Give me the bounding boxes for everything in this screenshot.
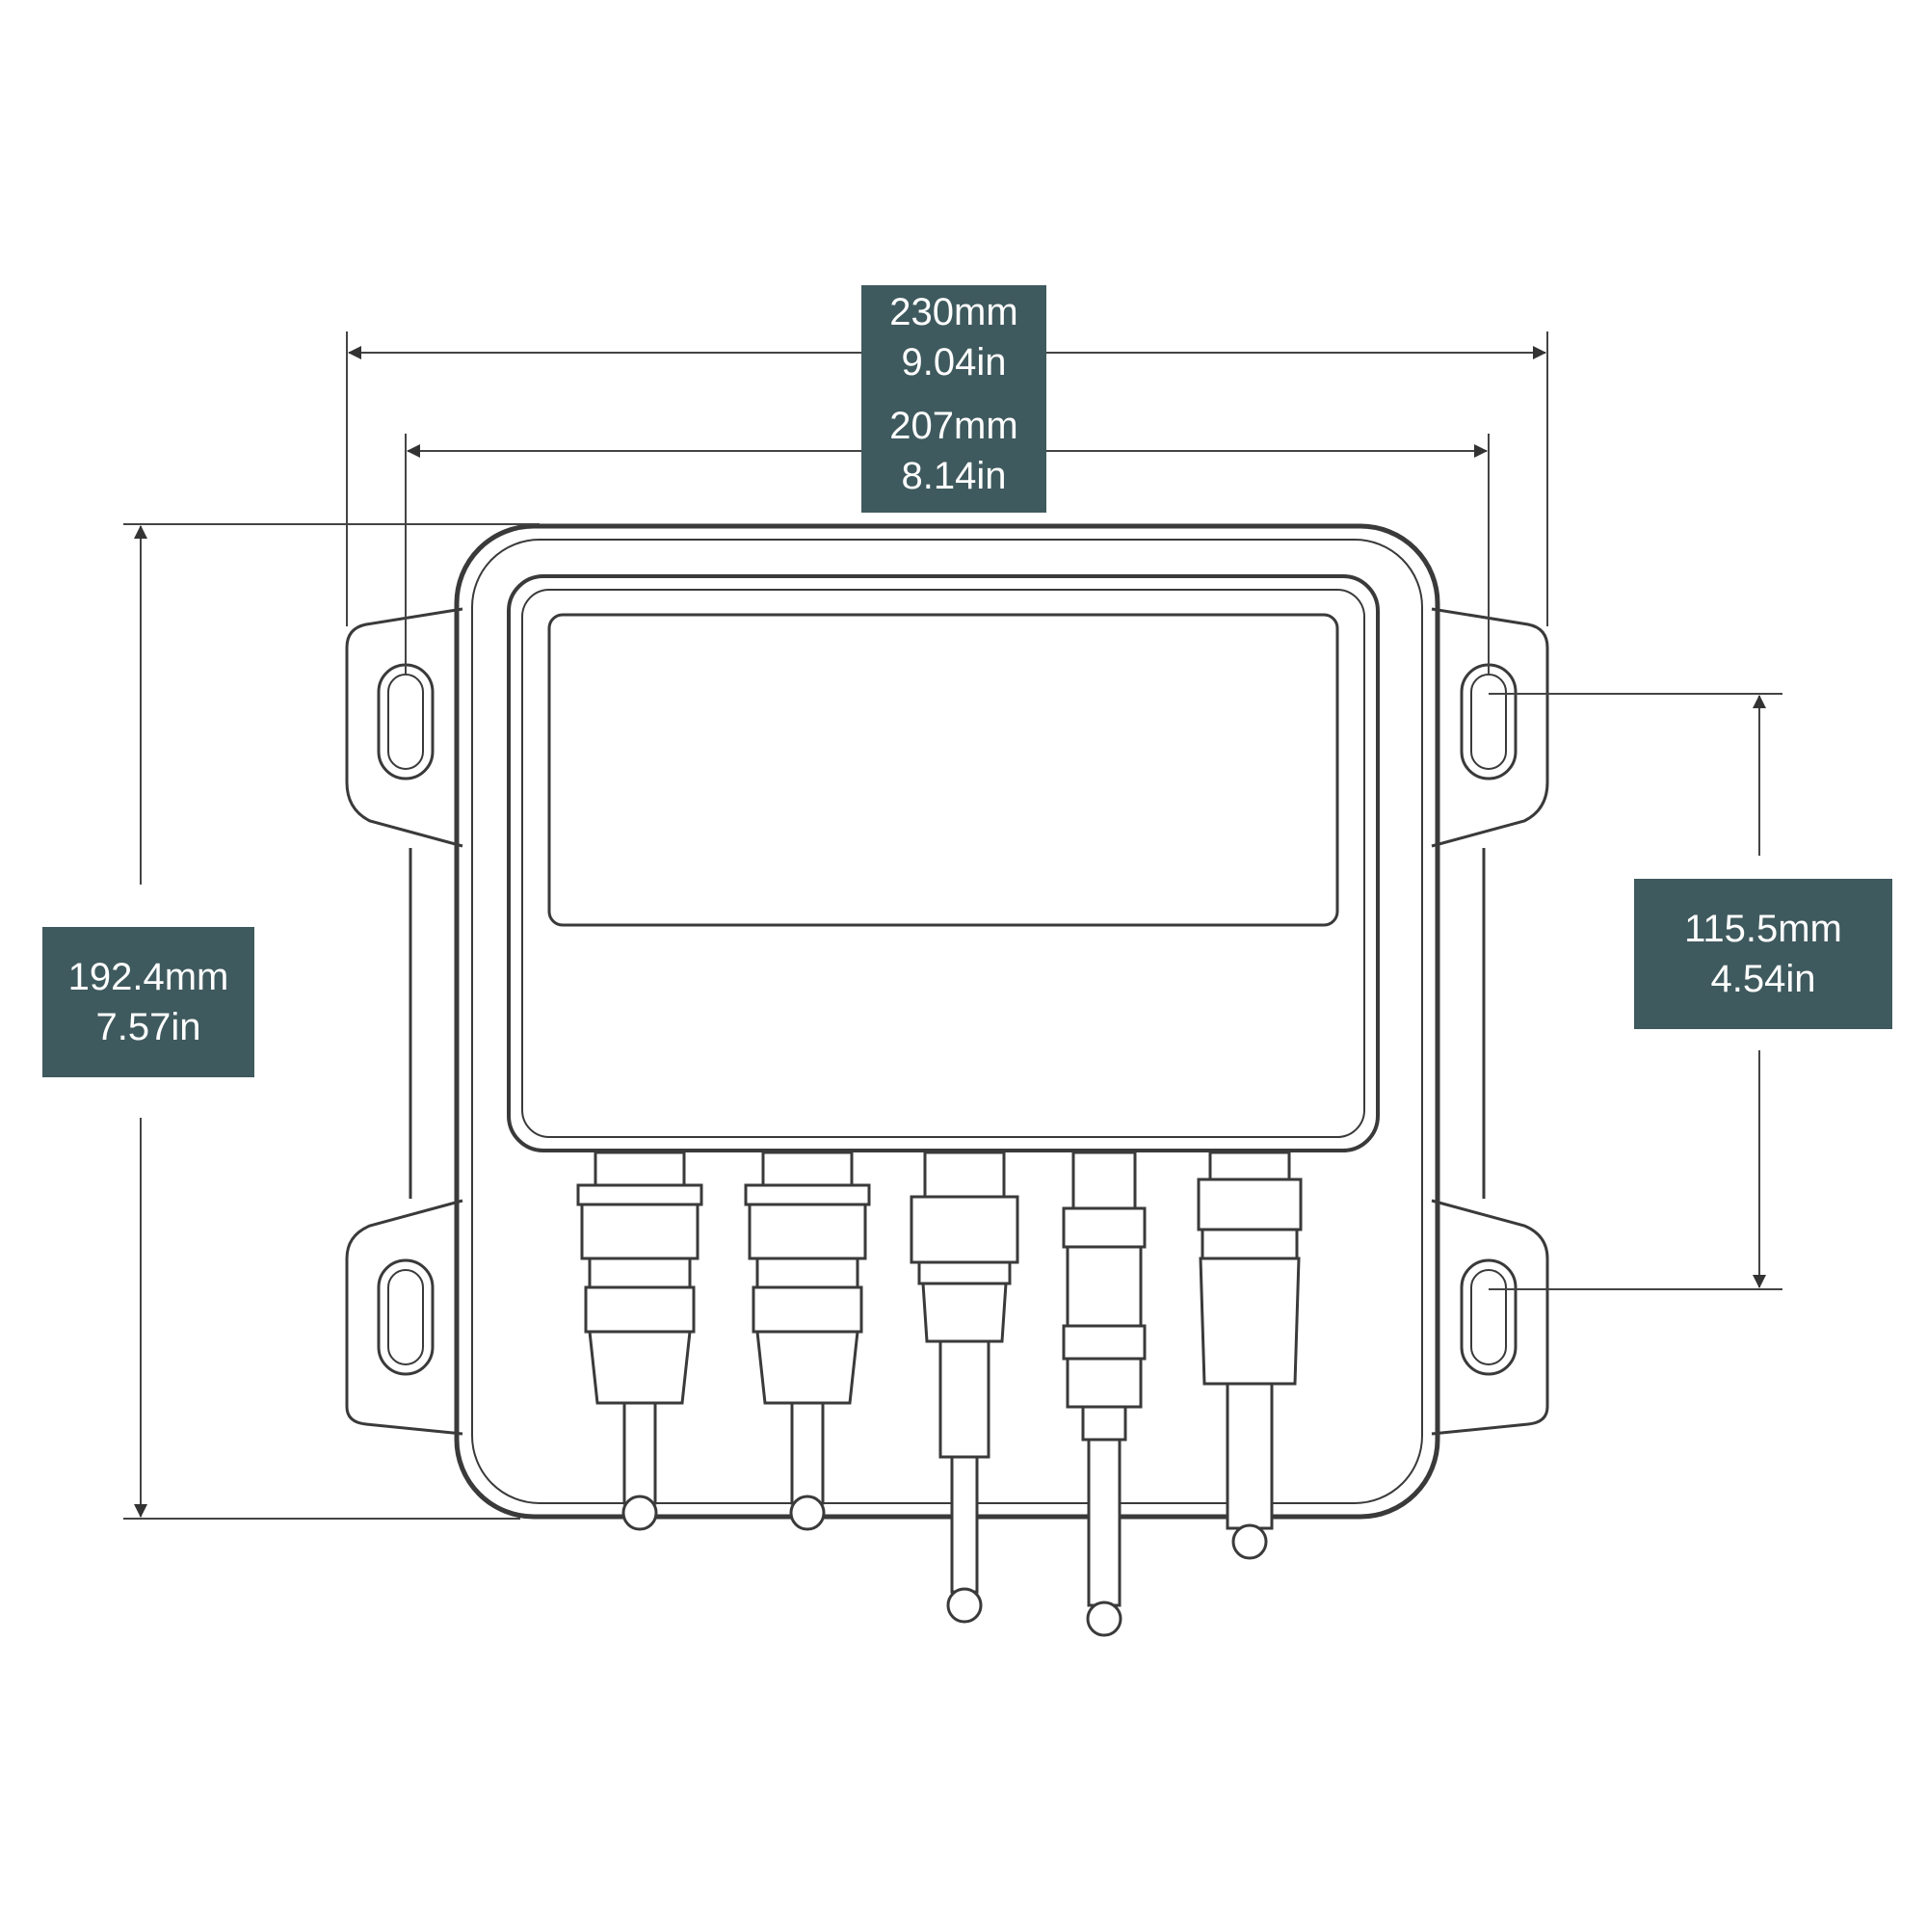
dimension-label-hole-width: 207mm 8.14in	[861, 389, 1046, 513]
hole-height-in: 4.54in	[1710, 958, 1816, 1000]
overall-width-in: 9.04in	[901, 341, 1007, 384]
cable-connector	[744, 1151, 871, 1531]
overall-height-mm: 192.4mm	[67, 956, 229, 998]
hole-height-mm: 115.5mm	[1684, 908, 1842, 950]
cable-connector	[910, 1151, 1019, 1624]
device-enclosure	[345, 523, 1549, 1520]
mount-slot-bottom-right	[1460, 1258, 1518, 1376]
cable-connector	[1197, 1151, 1303, 1560]
mount-flange-top-right	[1431, 607, 1549, 848]
dimension-label-overall-width: 230mm 9.04in	[861, 285, 1046, 389]
cable-connector	[1062, 1151, 1147, 1637]
mount-slot-top-left	[377, 663, 435, 781]
mount-slot-bottom-left	[377, 1258, 435, 1376]
hole-width-mm: 207mm	[889, 405, 1018, 447]
mount-flange-bottom-left	[345, 1199, 463, 1436]
housing-outer	[454, 523, 1440, 1520]
overall-height-in: 7.57in	[95, 1006, 201, 1048]
cover-panel	[507, 574, 1380, 1152]
cable-connector	[576, 1151, 703, 1531]
overall-width-mm: 230mm	[889, 291, 1018, 333]
mount-flange-bottom-right	[1431, 1199, 1549, 1436]
display-window	[547, 613, 1339, 927]
mount-flange-top-left	[345, 607, 463, 848]
dimension-label-hole-height: 115.5mm 4.54in	[1634, 879, 1892, 1029]
dimension-label-overall-height: 192.4mm 7.57in	[42, 927, 254, 1077]
mount-slot-top-right	[1460, 663, 1518, 781]
hole-width-in: 8.14in	[901, 455, 1007, 497]
dimension-lines	[123, 331, 1782, 1520]
cable-connectors	[576, 1151, 1303, 1637]
